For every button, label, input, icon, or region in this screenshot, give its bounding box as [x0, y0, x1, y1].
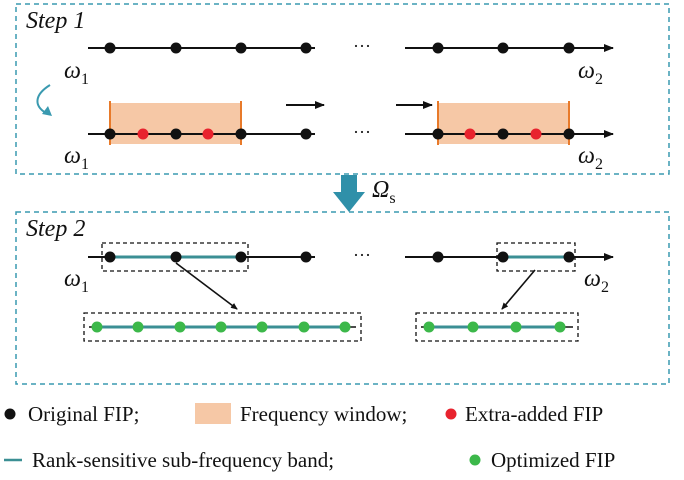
original-fip	[432, 251, 444, 263]
original-fip	[563, 42, 575, 54]
original-fip	[300, 251, 312, 263]
omega-2-label: ω2	[578, 143, 603, 173]
original-fip	[432, 128, 444, 140]
original-fip	[563, 251, 575, 263]
optimized-fip	[215, 321, 227, 333]
extra-added-fip	[530, 128, 542, 140]
down-arrow-icon	[333, 192, 365, 212]
curved-arrow-head-icon	[42, 106, 52, 116]
legend-extra-fip: Extra-added FIP	[465, 402, 603, 426]
legend-original-fip: Original FIP;	[28, 402, 139, 426]
step1-panel: Step 1 ··· ω1 ω2 ···	[15, 3, 670, 175]
original-fip	[170, 42, 182, 54]
original-fip	[104, 128, 116, 140]
original-fip	[497, 42, 509, 54]
zoomed-band-right	[415, 312, 579, 342]
step1-frame	[15, 3, 670, 175]
legend: Original FIP; Frequency window; Extra-ad…	[4, 402, 615, 472]
original-fip	[235, 42, 247, 54]
optimized-fip	[256, 321, 268, 333]
selected-band-box	[496, 242, 576, 272]
omega-s-label: Ωs	[372, 177, 396, 207]
ellipsis: ···	[353, 245, 371, 265]
optimized-fip	[298, 321, 310, 333]
original-fip	[497, 128, 509, 140]
selected-band-box	[101, 242, 249, 272]
optimized-fip	[467, 321, 479, 333]
optimized-fip	[339, 321, 351, 333]
optimized-fip	[91, 321, 103, 333]
expand-arrow-icon	[501, 269, 536, 310]
original-fip	[170, 128, 182, 140]
optimized-fip	[132, 321, 144, 333]
omega-1-label: ω1	[64, 58, 89, 88]
step2-label: Step 2	[26, 216, 85, 242]
red-dot-icon	[445, 408, 457, 420]
ellipsis: ···	[353, 36, 371, 56]
zoom-box	[415, 312, 579, 342]
original-fip	[235, 128, 247, 140]
green-dot-icon	[469, 454, 481, 466]
original-fip	[563, 128, 575, 140]
extra-added-fip	[202, 128, 214, 140]
original-fip	[300, 42, 312, 54]
original-fip	[104, 251, 116, 263]
down-arrow-shaft	[341, 175, 357, 193]
step1-row1: ··· ω1 ω2	[64, 36, 614, 88]
zoomed-band-left	[83, 312, 362, 342]
step1-row2: ··· ω1 ω2	[64, 101, 614, 173]
extra-added-fip	[464, 128, 476, 140]
transition: Ωs	[333, 175, 396, 212]
extra-added-fip	[137, 128, 149, 140]
optimized-fip	[554, 321, 566, 333]
black-dot-icon	[4, 408, 16, 420]
original-fip	[104, 42, 116, 54]
optimized-fip	[423, 321, 435, 333]
curved-arrow-icon	[36, 84, 51, 114]
omega-2-label: ω2	[578, 58, 603, 88]
step2-panel: Step 2 ··· ω1 ω2	[15, 211, 670, 385]
original-fip	[170, 251, 182, 263]
legend-optimized-fip: Optimized FIP	[491, 448, 615, 472]
original-fip	[432, 42, 444, 54]
legend-frequency-window: Frequency window;	[240, 402, 407, 426]
expand-arrow-icon	[175, 262, 238, 310]
omega-1-label: ω1	[64, 266, 89, 296]
legend-band: Rank-sensitive sub-frequency band;	[32, 448, 334, 472]
original-fip	[300, 128, 312, 140]
original-fip	[235, 251, 247, 263]
ellipsis: ···	[353, 122, 371, 142]
optimized-fip	[174, 321, 186, 333]
zoom-box	[83, 312, 362, 342]
original-fip	[497, 251, 509, 263]
orange-rect-icon	[195, 403, 231, 424]
step1-label: Step 1	[26, 8, 85, 34]
omega-2-label: ω2	[584, 266, 609, 296]
optimized-fip	[510, 321, 522, 333]
omega-1-label: ω1	[64, 143, 89, 173]
step2-frame	[15, 211, 670, 385]
